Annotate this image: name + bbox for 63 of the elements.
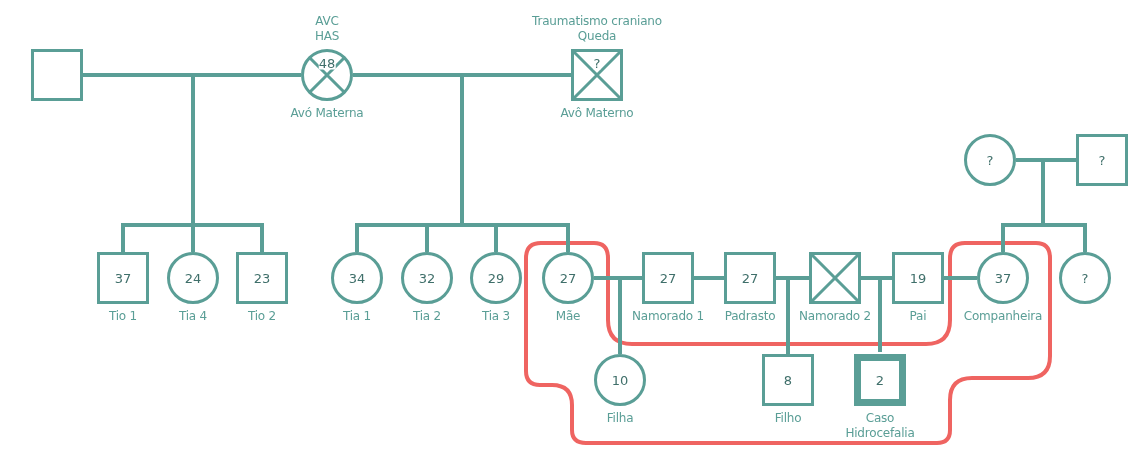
descent-line [1041, 160, 1045, 225]
age-label: 32 [418, 270, 436, 286]
name-label: Tia 2 [412, 309, 442, 324]
age-label: 27 [659, 270, 677, 286]
name-label: Avó Materna [290, 106, 364, 121]
partnership-line [944, 276, 977, 280]
age-label: 19 [909, 270, 927, 286]
name-label: Namorado 2 [798, 309, 872, 324]
partnership-line [880, 276, 892, 280]
age-label: 8 [783, 372, 793, 388]
age-label: 29 [487, 270, 505, 286]
descent-line [1043, 223, 1087, 252]
descent-line [878, 278, 882, 352]
descent-line [425, 223, 462, 252]
partnership-line [861, 276, 880, 280]
age-label: ? [1098, 152, 1106, 168]
descent-line [786, 278, 790, 354]
descent-line [191, 75, 195, 225]
name-label: Tia 3 [481, 309, 511, 324]
name-label: Caso Hidrocefalia [844, 411, 916, 441]
age-label: ? [593, 56, 601, 70]
partnership-line [193, 73, 301, 77]
partnership-line [788, 276, 809, 280]
age-label: ? [986, 152, 994, 168]
age-label: 24 [184, 270, 202, 286]
name-label: Companheira [963, 309, 1043, 324]
name-label: Tio 1 [108, 309, 138, 324]
name-label: Namorado 1 [631, 309, 705, 324]
partnership-line [694, 276, 724, 280]
descent-line [460, 75, 464, 225]
descent-line [121, 223, 193, 252]
name-label: Mãe [555, 309, 581, 324]
age-label: 27 [741, 270, 759, 286]
descent-line [618, 278, 622, 354]
partnership-line [83, 73, 193, 77]
name-label: Tia 4 [178, 309, 208, 324]
name-label: Tia 1 [342, 309, 372, 324]
condition-label: Traumatismo craniano Queda [531, 14, 663, 44]
condition-label: AVC HAS [313, 14, 341, 44]
partnership-line [1016, 158, 1043, 162]
partnership-line [620, 276, 642, 280]
age-label: 2 [875, 372, 885, 388]
age-label: 48 [318, 56, 336, 70]
name-label: Tio 2 [247, 309, 277, 324]
name-label: Filho [774, 411, 802, 426]
name-label: Padrasto [724, 309, 776, 324]
name-label: Pai [909, 309, 927, 324]
descent-line [1001, 223, 1043, 252]
name-label: Avô Materno [560, 106, 634, 121]
partnership-line [353, 73, 462, 77]
age-label: 34 [348, 270, 366, 286]
partnership-line [776, 276, 788, 280]
age-label: 37 [994, 270, 1012, 286]
age-label: 23 [253, 270, 271, 286]
partnership-line [594, 276, 620, 280]
age-label: 10 [611, 372, 629, 388]
partnership-line [1043, 158, 1076, 162]
descent-line [193, 223, 264, 252]
age-label: ? [1081, 270, 1089, 286]
partnership-line [462, 73, 571, 77]
name-label: Filha [606, 411, 634, 426]
age-label: 27 [559, 270, 577, 286]
age-label: 37 [114, 270, 132, 286]
